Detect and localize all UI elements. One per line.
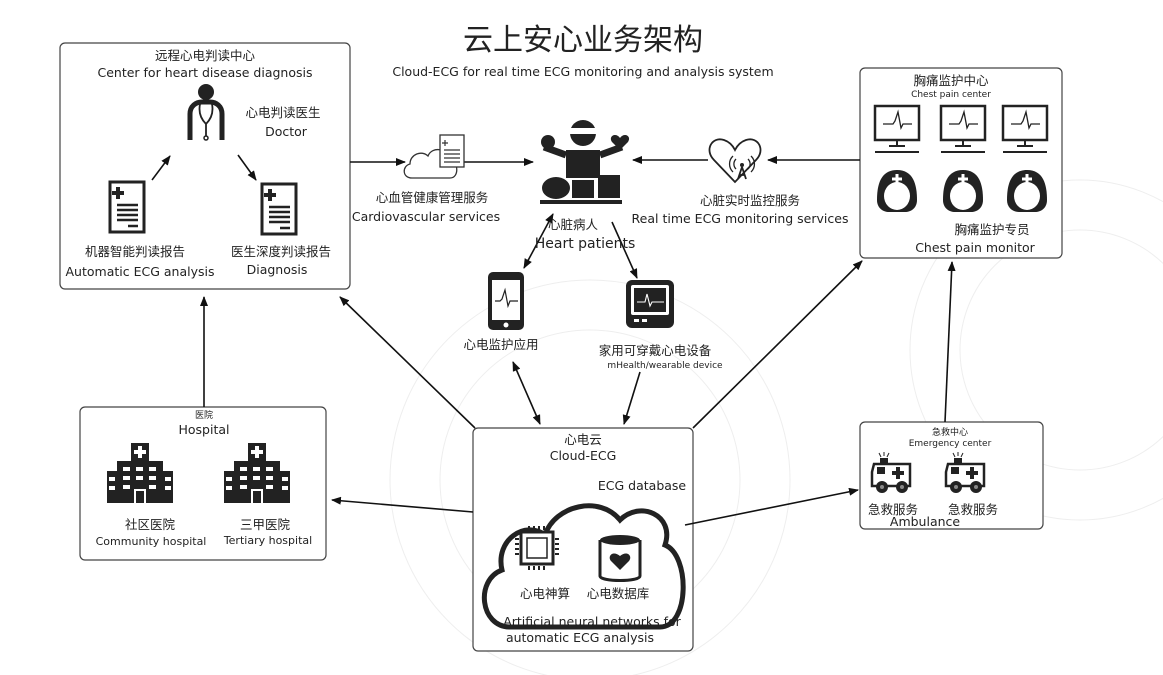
chest-monitor-label-en: Chest pain monitor [915,240,1035,255]
auto-report-label-zh: 机器智能判读报告 [85,244,185,259]
arrow-cloud-to-emergency [684,487,859,526]
device-label-zh: 家用可穿戴心电设备 [599,343,712,358]
chest-center-title-zh: 胸痛监护中心 [913,73,989,88]
patient-label-zh: 心脏病人 [548,217,599,232]
ann-description-line2: automatic ECG analysis [506,630,654,645]
arrow-cloud-to-center [339,296,476,429]
ecg-database-label-zh: 心电数据库 [587,586,650,601]
ecg-database-label-en: ECG database [598,478,687,493]
hospital-title-zh: 医院 [195,409,213,421]
heart-patient-icon [540,120,630,204]
doctor-label-zh: 心电判读医生 [245,105,320,120]
auto-report-label-en: Automatic ECG analysis [66,264,215,279]
arrow-phone-cloud [512,361,541,425]
diagnosis-center-title-zh: 远程心电判读中心 [155,48,256,63]
cardio-service-label-en: Cardiovascular services [352,209,500,224]
tertiary-hospital-label-zh: 三甲医院 [240,517,291,532]
chest-monitor-label-zh: 胸痛监护专员 [954,222,1029,237]
arrows [151,154,956,526]
ecg-app-label: 心电监护应用 [463,337,538,352]
emergency-title-zh: 急救中心 [932,426,968,438]
nurse-icon [941,168,985,214]
hospital-title-en: Hospital [178,422,229,437]
chest-center-title-en: Chest pain center [911,90,991,100]
realtime-service-label-zh: 心脏实时监控服务 [700,193,800,208]
diagnosis-report-label-en: Diagnosis [247,262,308,277]
cloud-ecg-title-en: Cloud-ECG [550,448,617,463]
chip-icon [515,526,559,570]
arrow-emergency-to-chest [944,261,956,423]
arrow-patient-phone [523,213,554,269]
doctor-label-en: Doctor [265,124,308,139]
page-title: 云上安心业务架构 [463,23,703,58]
ambulance-label: Ambulance [890,514,961,529]
nurse-icon [1005,168,1049,214]
emergency-service-label: 急救服务 [868,502,918,517]
diagnosis-report-icon [260,182,298,236]
arrow-auto-to-doctor [151,155,171,181]
wearable-device-icon [626,280,674,328]
diagnosis-report-label-zh: 医生深度判读报告 [231,244,331,259]
cloud-ecg-title-zh: 心电云 [564,432,602,447]
tertiary-hospital-label-en: Tertiary hospital [223,534,312,547]
arrow-cloud-to-chest [692,260,863,429]
device-label-en: mHealth/wearable device [607,361,723,371]
heart-signal-icon [708,138,762,184]
arrow-doctor-to-diag [237,154,257,181]
arrow-patient-device [611,221,638,279]
emergency-service-label: 急救服务 [948,502,998,517]
realtime-service-label-en: Real time ECG monitoring services [632,211,849,226]
community-hospital-label-en: Community hospital [96,535,207,548]
cloud-document-icon [403,134,465,179]
diagnosis-center-title-en: Center for heart disease diagnosis [97,65,312,80]
emergency-title-en: Emergency center [909,439,992,449]
ecg-compute-label: 心电神算 [520,586,570,601]
arrow-device-cloud [622,371,641,425]
page-subtitle: Cloud-ECG for real time ECG monitoring a… [392,64,773,79]
community-hospital-label-zh: 社区医院 [125,517,176,532]
auto-report-icon [108,180,146,234]
phone-ecg-app-icon [488,272,524,330]
database-heart-icon [598,535,642,582]
patient-label-en: Heart patients [535,236,636,252]
cardio-service-label-zh: 心血管健康管理服务 [376,190,489,205]
arrow-cloud-to-hospital [331,496,474,513]
nurse-icon [875,168,919,214]
doctor-icon [187,84,225,141]
ann-description-line1: Artificial neural networks for [503,614,681,629]
